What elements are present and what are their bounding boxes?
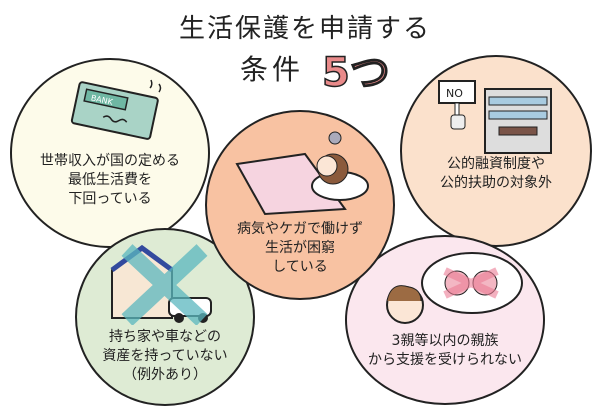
bank-card-icon: BANK [70,79,162,140]
caption-line: 公的扶助の対象外 [440,175,552,191]
condition-illness: 病気やケガで働けず 生活が困窮 している [205,110,395,300]
condition-text: 病気やケガで働けず 生活が困窮 している [207,220,393,277]
caption-line: 持ち家や車などの [109,329,221,345]
caption-line: 最低生活費を [68,172,152,188]
title-number: 5つ [321,49,390,97]
caption-line: 生活が困窮 [265,240,335,256]
title-line1: 生活保護を申請する [178,14,431,44]
condition-income: BANK 世帯収入が国の定める 最低生活費を 下回っている [10,58,210,248]
caption-line: 世帯収入が国の定める [40,153,180,169]
condition-text: 3親等以内の親族 から支援を受けられない [347,332,543,370]
caption-line: 病気やケガで働けず [237,221,363,237]
relatives-crossed-icon [386,252,523,324]
title-line2: 条件 [240,53,305,86]
condition-relatives: 3親等以内の親族 から支援を受けられない [345,235,545,405]
building-no-sign-icon: NO [438,80,552,154]
condition-text: 世帯収入が国の定める 最低生活費を 下回っている [12,152,208,209]
caption-line: している [272,259,328,275]
no-sign-label: NO [446,87,463,100]
caption-line: 資産を持っていない [102,348,228,364]
condition-text: 公的融資制度や 公的扶助の対象外 [402,155,590,193]
condition-public-aid: NO 公的融資制度や 公的扶助の対象外 [400,55,592,247]
caption-line: （例外あり） [123,367,207,383]
caption-line: 公的融資制度や [447,156,545,172]
house-car-crossed-icon [110,244,212,325]
caption-line: 3親等以内の親族 [391,333,499,349]
caption-line: から支援を受けられない [368,352,522,368]
caption-line: 下回っている [68,191,152,207]
condition-text: 持ち家や車などの 資産を持っていない （例外あり） [77,328,253,385]
sick-in-bed-icon [235,131,369,216]
